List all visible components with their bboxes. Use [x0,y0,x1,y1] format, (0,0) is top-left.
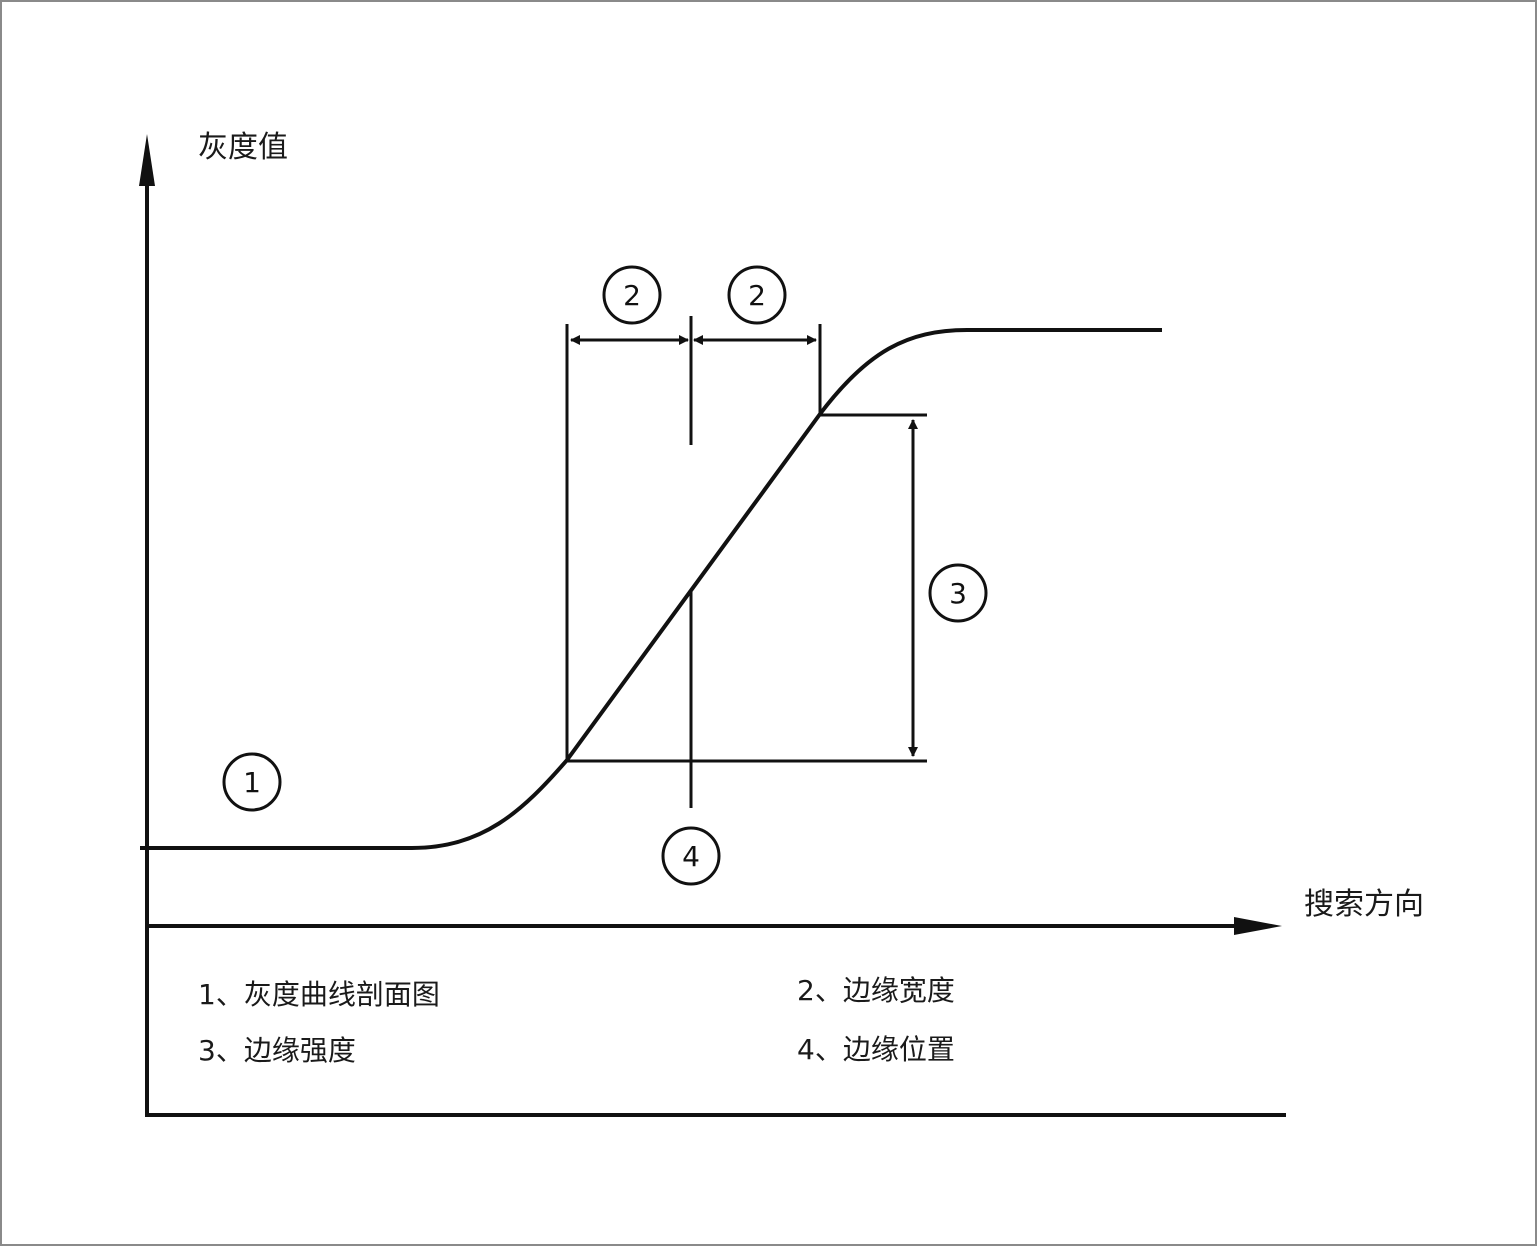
marker-4: 4 [661,826,721,886]
x-axis-arrowhead [1234,917,1282,935]
marker-1-number: 1 [243,766,261,799]
legend-item-2: 2、边缘宽度 [797,974,955,1007]
legend: 1、灰度曲线剖面图 2、边缘宽度 3、边缘强度 4、边缘位置 [198,974,955,1067]
legend-item-4: 4、边缘位置 [797,1033,955,1066]
y-axis-arrowhead [139,134,155,186]
y-axis-label: 灰度值 [198,130,288,165]
marker-2-left: 2 [602,265,662,325]
marker-3: 3 [928,563,988,623]
marker-3-number: 3 [949,577,967,610]
edge-width-dimension [565,324,822,760]
x-axis-label: 搜索方向 [1304,887,1424,922]
marker-4-number: 4 [682,840,700,873]
marker-2-right-number: 2 [748,279,766,312]
legend-item-3: 3、边缘强度 [198,1034,356,1067]
legend-item-1: 1、灰度曲线剖面图 [198,978,440,1011]
gray-profile-curve [140,328,1162,850]
edge-strength-dimension [567,413,927,763]
marker-2-right: 2 [727,265,787,325]
x-axis [147,917,1282,935]
marker-1: 1 [222,752,282,812]
marker-2-left-number: 2 [623,279,641,312]
y-axis [139,134,155,1115]
